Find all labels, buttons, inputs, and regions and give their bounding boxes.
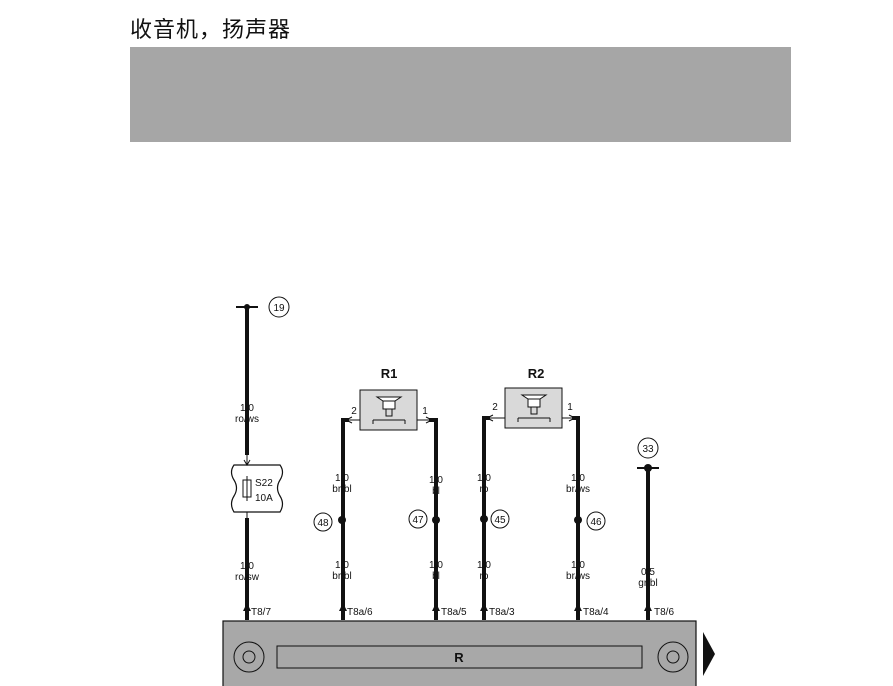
- wire-45: [480, 416, 490, 620]
- junction-48: 48: [313, 512, 333, 532]
- wire-46: [572, 416, 582, 620]
- connector-label: T8a/3: [489, 607, 515, 618]
- connector-label: T8/7: [251, 607, 271, 618]
- wire-48: [338, 418, 349, 620]
- connector-arrows: [243, 603, 652, 611]
- page-title: 收音机，扬声器: [130, 18, 292, 43]
- connector-label: T8/6: [654, 607, 674, 618]
- fuse-s22: S22 10A: [230, 455, 284, 520]
- ref-circle-19: 19: [268, 296, 290, 318]
- svg-text:R1: R1: [381, 366, 398, 381]
- wire-color-label: ro/ws: [235, 414, 259, 425]
- wire-color-label: ro: [480, 484, 489, 495]
- header-banner: [130, 47, 791, 142]
- svg-text:19: 19: [273, 303, 285, 314]
- wire-color-label: ro: [480, 571, 489, 582]
- svg-text:46: 46: [590, 517, 602, 528]
- junction-47: 47: [408, 509, 428, 529]
- svg-text:R: R: [454, 650, 464, 665]
- wire-size-label: 1.0: [429, 475, 443, 486]
- wire-color-label: bl: [432, 571, 440, 582]
- ref-circle-33: 33: [637, 437, 659, 459]
- junction-45: 45: [490, 509, 510, 529]
- wire-color-label: bl: [432, 486, 440, 497]
- connector-label: T8a/6: [347, 607, 373, 618]
- wire-size-label: 1.0: [477, 560, 491, 571]
- wire-color-label: br/bl: [332, 571, 351, 582]
- svg-text:47: 47: [412, 515, 424, 526]
- wire-color-label: br/bl: [332, 484, 351, 495]
- svg-text:S22: S22: [255, 478, 273, 489]
- wire-size-label: 1.0: [240, 561, 254, 572]
- speaker-r1: R1 2 1: [343, 366, 436, 431]
- wire-size-label: 1.0: [571, 560, 585, 571]
- wire-33: [637, 464, 659, 620]
- svg-text:45: 45: [494, 515, 506, 526]
- continue-arrow-icon: [703, 632, 715, 676]
- svg-text:2: 2: [492, 402, 498, 413]
- wire-size-label: 1.0: [429, 560, 443, 571]
- connector-label: T8a/5: [441, 607, 467, 618]
- wire-size-label: 0.5: [641, 567, 655, 578]
- wire-color-label: br/ws: [566, 484, 590, 495]
- junction-46: 46: [586, 511, 606, 531]
- wire-size-label: 1.0: [571, 473, 585, 484]
- wire-color-label: gr/bl: [638, 578, 657, 589]
- svg-text:10A: 10A: [255, 493, 273, 504]
- wire-size-label: 1.0: [240, 403, 254, 414]
- wire-size-label: 1.0: [335, 473, 349, 484]
- speaker-r2: R2 2 1: [484, 366, 578, 429]
- svg-text:1: 1: [422, 406, 428, 417]
- wire-color-label: br/ws: [566, 571, 590, 582]
- wire-size-label: 1.0: [335, 560, 349, 571]
- radio-unit: R: [222, 620, 697, 686]
- svg-text:33: 33: [642, 444, 654, 455]
- svg-text:48: 48: [317, 518, 329, 529]
- wire-color-label: ro/sw: [235, 572, 260, 583]
- wire-size-label: 1.0: [477, 473, 491, 484]
- svg-text:1: 1: [567, 402, 573, 413]
- svg-text:R2: R2: [528, 366, 545, 381]
- wire-47: [429, 418, 440, 620]
- svg-text:2: 2: [351, 406, 357, 417]
- connector-label: T8a/4: [583, 607, 609, 618]
